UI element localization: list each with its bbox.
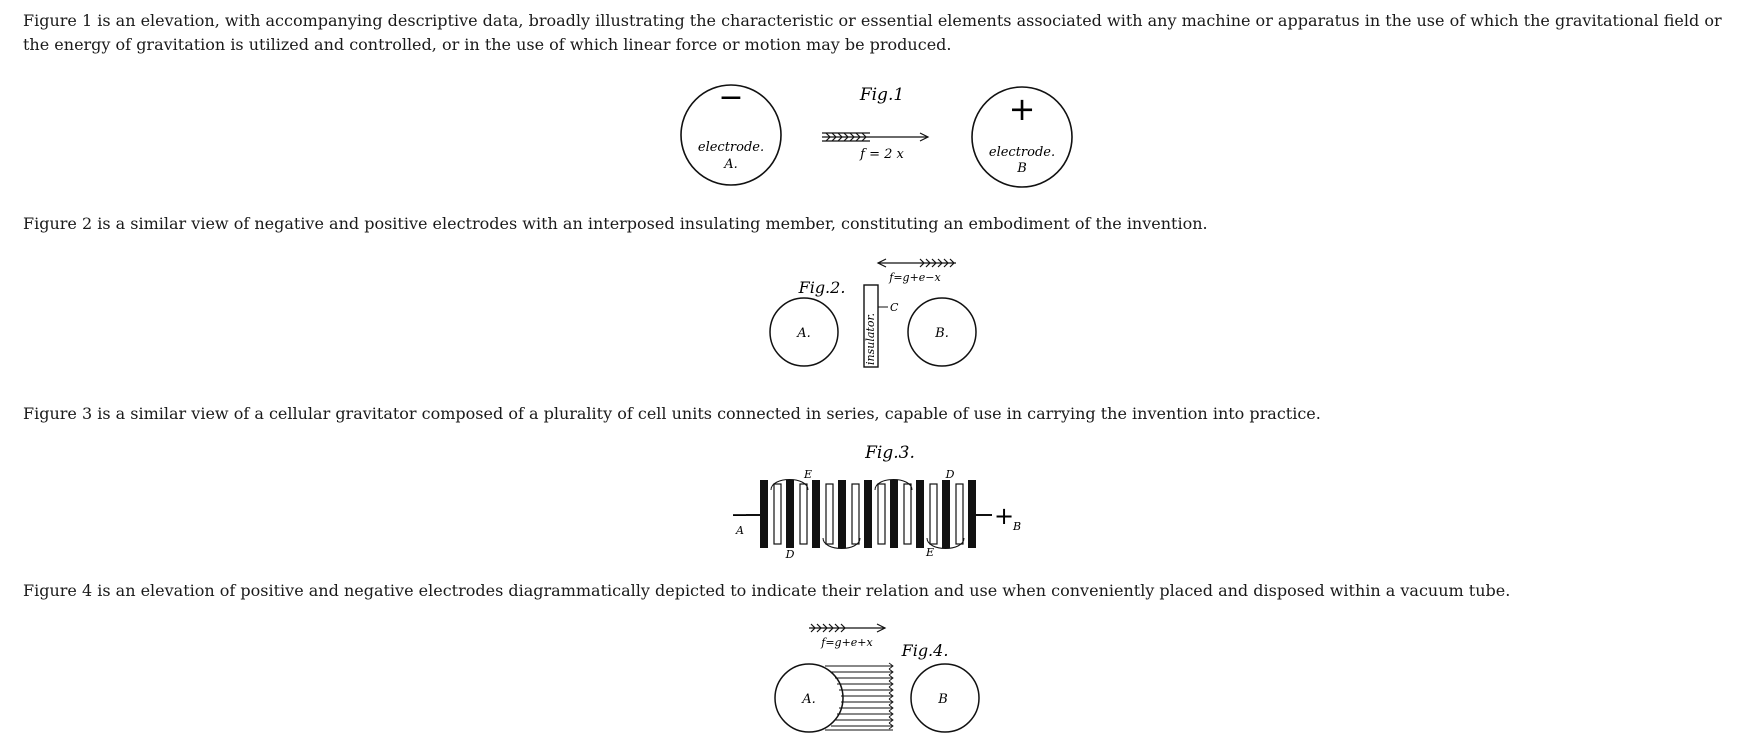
reverse-force-arrow (876, 258, 956, 268)
figure-3-illustration: Fig.3. − A E D D E + B (731, 443, 1021, 561)
insulator-plate (863, 284, 879, 368)
positive-electrode-circle (971, 86, 1073, 188)
figure-4-description: Figure 4 is an elevation of positive and… (23, 581, 1511, 600)
figure-4-caption: Fig.4. (901, 641, 949, 660)
electrode-a-circle (769, 297, 839, 367)
terminal-a-label: A (735, 524, 744, 537)
electrode-a-circle (774, 663, 844, 733)
electrode-a-letter: A. (801, 692, 816, 707)
cell-stack (760, 479, 976, 549)
electrode-b-letter: B. (934, 326, 949, 341)
negative-sign: − (718, 80, 743, 115)
cell-e-bottom-label: E (925, 546, 934, 559)
c-label: C (890, 301, 899, 314)
electrode-b-circle (907, 297, 977, 367)
negative-electrode-circle (680, 84, 782, 186)
figure-2-caption: Fig.2. (798, 278, 846, 297)
left-electrode-label: electrode. (698, 140, 764, 155)
figure-2-illustration: f=g+e−x Fig.2. A. insulator. C B. (769, 258, 977, 368)
figure-1-description: Figure 1 is an elevation, with accompany… (23, 11, 1722, 54)
force-arrow (809, 623, 887, 633)
electrode-b-letter: B (937, 692, 948, 707)
insulator-label: insulator. (864, 313, 877, 365)
figure-3-description: Figure 3 is a similar view of a cellular… (23, 404, 1321, 423)
right-electrode-label: electrode. (989, 145, 1055, 160)
terminal-b-label: B (1012, 520, 1021, 533)
figure-4-illustration: f=g+e+x Fig.4. A. B (774, 623, 980, 733)
figure-1-formula: f = 2 x (859, 147, 904, 162)
minus-terminal: − (731, 503, 749, 528)
force-arrow (822, 132, 930, 142)
figure-3-caption: Fig.3. (864, 443, 915, 463)
figure-1-illustration: − electrode. A. Fig.1 f = 2 x + electrod… (680, 80, 1073, 188)
cell-d-top-label: D (945, 468, 955, 481)
figure-4-formula: f=g+e+x (820, 636, 873, 649)
plus-terminal: + (994, 502, 1014, 530)
figure-1-caption: Fig.1 (859, 85, 904, 105)
cell-d-bottom-label: D (785, 548, 795, 561)
positive-sign: + (1009, 90, 1036, 128)
right-electrode-letter: B (1016, 161, 1027, 176)
left-electrode-letter: A. (723, 157, 738, 172)
field-lines (825, 662, 894, 731)
figure-2-formula: f=g+e−x (888, 271, 941, 284)
electrode-a-letter: A. (796, 326, 811, 341)
electrode-b-circle (910, 663, 980, 733)
figure-2-description: Figure 2 is a similar view of negative a… (23, 214, 1208, 233)
cell-e-top-label: E (803, 468, 812, 481)
